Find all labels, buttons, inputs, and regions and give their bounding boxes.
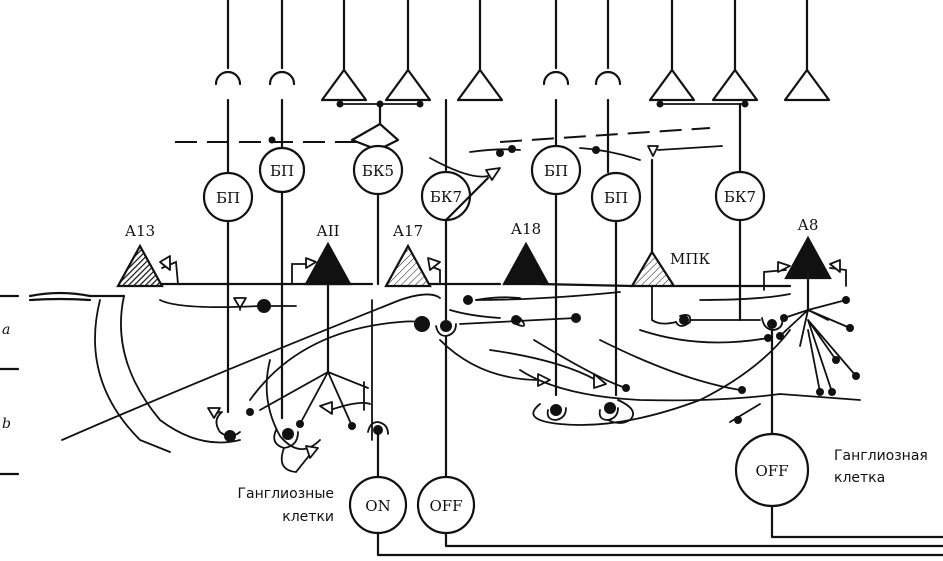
amacrine-a13: А13 <box>116 222 179 288</box>
outer-plexiform-layer <box>175 127 711 143</box>
ganglion-cell-caption-line-1: Ганглиозная <box>834 448 928 464</box>
optic-nerve-axons <box>376 504 943 557</box>
bipolar-label: БП <box>216 189 240 207</box>
off-label: OFF <box>429 497 462 515</box>
cone-terminals <box>320 68 831 102</box>
off-label: OFF <box>755 462 788 480</box>
bipolar-cell-bk7-left: БК7 <box>420 170 472 222</box>
bipolar-cell-rod-1: БП <box>202 171 254 223</box>
ganglion-cells-caption-line-1: Ганглиозные <box>237 486 334 502</box>
a13-label: А13 <box>125 222 155 240</box>
amacrine-a8: А8 <box>763 216 860 396</box>
rod-terminals <box>214 70 622 86</box>
inner-plexiform-boundary: a b <box>0 294 20 476</box>
a8-label: А8 <box>798 216 819 234</box>
bipolar-cell-rod-2: БП <box>258 146 306 194</box>
bipolar-label: БП <box>604 189 628 207</box>
a18-label: А18 <box>511 220 541 238</box>
mpk-label: МПК <box>670 250 710 268</box>
bipolar-label: БП <box>544 162 568 180</box>
bipolar-cell-bk7-right: БК7 <box>714 170 766 222</box>
bk7-label: БК7 <box>724 188 756 206</box>
bipolar-cells: БП БП БК5 БК7 БП БП БК7 <box>202 144 766 223</box>
bipolar-cell-bk5: БК5 <box>352 144 404 196</box>
caption-ganglion-cells: Ганглиозные клетки <box>237 486 334 525</box>
photoreceptor-axons <box>226 0 809 72</box>
inner-plexiform-processes <box>61 285 861 473</box>
amacrine-mpk: МПК <box>630 249 710 288</box>
on-label: ON <box>365 497 390 515</box>
bk7-label: БК7 <box>430 188 462 206</box>
caption-ganglion-cell: Ганглиозная клетка <box>834 448 928 486</box>
layer-a-label: a <box>2 322 10 338</box>
aii-label: АII <box>316 222 339 240</box>
amacrine-a17: А17 <box>384 222 441 288</box>
bipolar-cell-rod-3: БП <box>530 144 582 196</box>
ganglion-cell-caption-line-2: клетка <box>834 470 885 486</box>
outer-connections <box>429 145 723 181</box>
amacrine-aii: АII <box>291 222 352 374</box>
ganglion-cells-caption-line-2: клетки <box>282 509 334 525</box>
off-ganglion-left-synapse <box>435 320 457 478</box>
bipolar-cell-rod-4: БП <box>590 171 642 223</box>
bk5-label: БК5 <box>362 162 394 180</box>
on-ganglion-dendrite <box>367 421 389 478</box>
ganglion-cell-off-right: OFF <box>734 432 810 508</box>
amacrine-a18: А18 <box>502 220 550 286</box>
layer-b-label: b <box>2 416 11 432</box>
ganglion-cell-off-left: OFF <box>416 475 476 535</box>
bipolar-axons <box>226 158 742 420</box>
bipolar-dendrites <box>226 98 749 174</box>
ganglion-cell-on: ON <box>348 475 408 535</box>
a17-label: А17 <box>393 222 423 240</box>
bipolar-label: БП <box>270 162 294 180</box>
